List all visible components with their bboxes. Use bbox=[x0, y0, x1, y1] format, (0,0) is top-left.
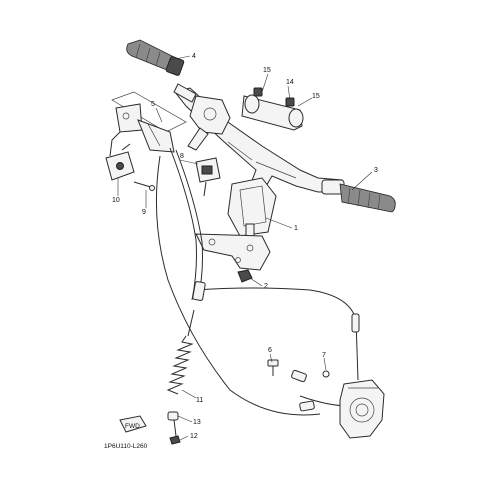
callout-5: 5 bbox=[151, 101, 155, 108]
figure-code: 1P6U110-L260 bbox=[104, 443, 148, 450]
engine-stop-switch bbox=[195, 157, 221, 197]
throttle-housing bbox=[187, 95, 231, 151]
spring bbox=[166, 309, 195, 395]
callout-7: 7 bbox=[322, 352, 326, 359]
callout-2: 2 bbox=[264, 283, 268, 290]
handlebar-weight-assembly bbox=[241, 87, 304, 131]
right-grip bbox=[321, 179, 396, 213]
carburetor bbox=[339, 379, 385, 439]
bolt-9 bbox=[133, 181, 155, 191]
callout-15-left: 15 bbox=[263, 67, 271, 74]
callout-13: 13 bbox=[193, 419, 201, 426]
upper-bracket bbox=[195, 233, 271, 271]
nut-2 bbox=[237, 269, 253, 283]
oring-7 bbox=[322, 370, 330, 378]
callout-9: 9 bbox=[142, 209, 146, 216]
cable-adjusters bbox=[192, 281, 360, 412]
parts-12-13 bbox=[167, 411, 181, 445]
fwd-arrow-icon: FWD bbox=[119, 415, 147, 433]
callout-3: 3 bbox=[374, 167, 378, 174]
callout-11: 11 bbox=[196, 397, 203, 404]
left-switch-assembly bbox=[109, 91, 187, 157]
callout-1: 1 bbox=[294, 225, 298, 232]
callout-14: 14 bbox=[286, 79, 294, 86]
callout-10: 10 bbox=[112, 197, 120, 204]
leader-lines bbox=[117, 55, 373, 441]
fwd-badge: FWD bbox=[125, 423, 140, 430]
callout-12: 12 bbox=[190, 433, 198, 440]
handlebar-holder bbox=[227, 177, 277, 237]
callout-8: 8 bbox=[180, 153, 184, 160]
kill-switch bbox=[105, 143, 135, 181]
callout-6: 6 bbox=[268, 347, 272, 354]
screw-6 bbox=[267, 359, 279, 376]
callout-15-right: 15 bbox=[312, 93, 320, 100]
callout-4: 4 bbox=[192, 53, 196, 60]
left-grip bbox=[126, 39, 197, 103]
